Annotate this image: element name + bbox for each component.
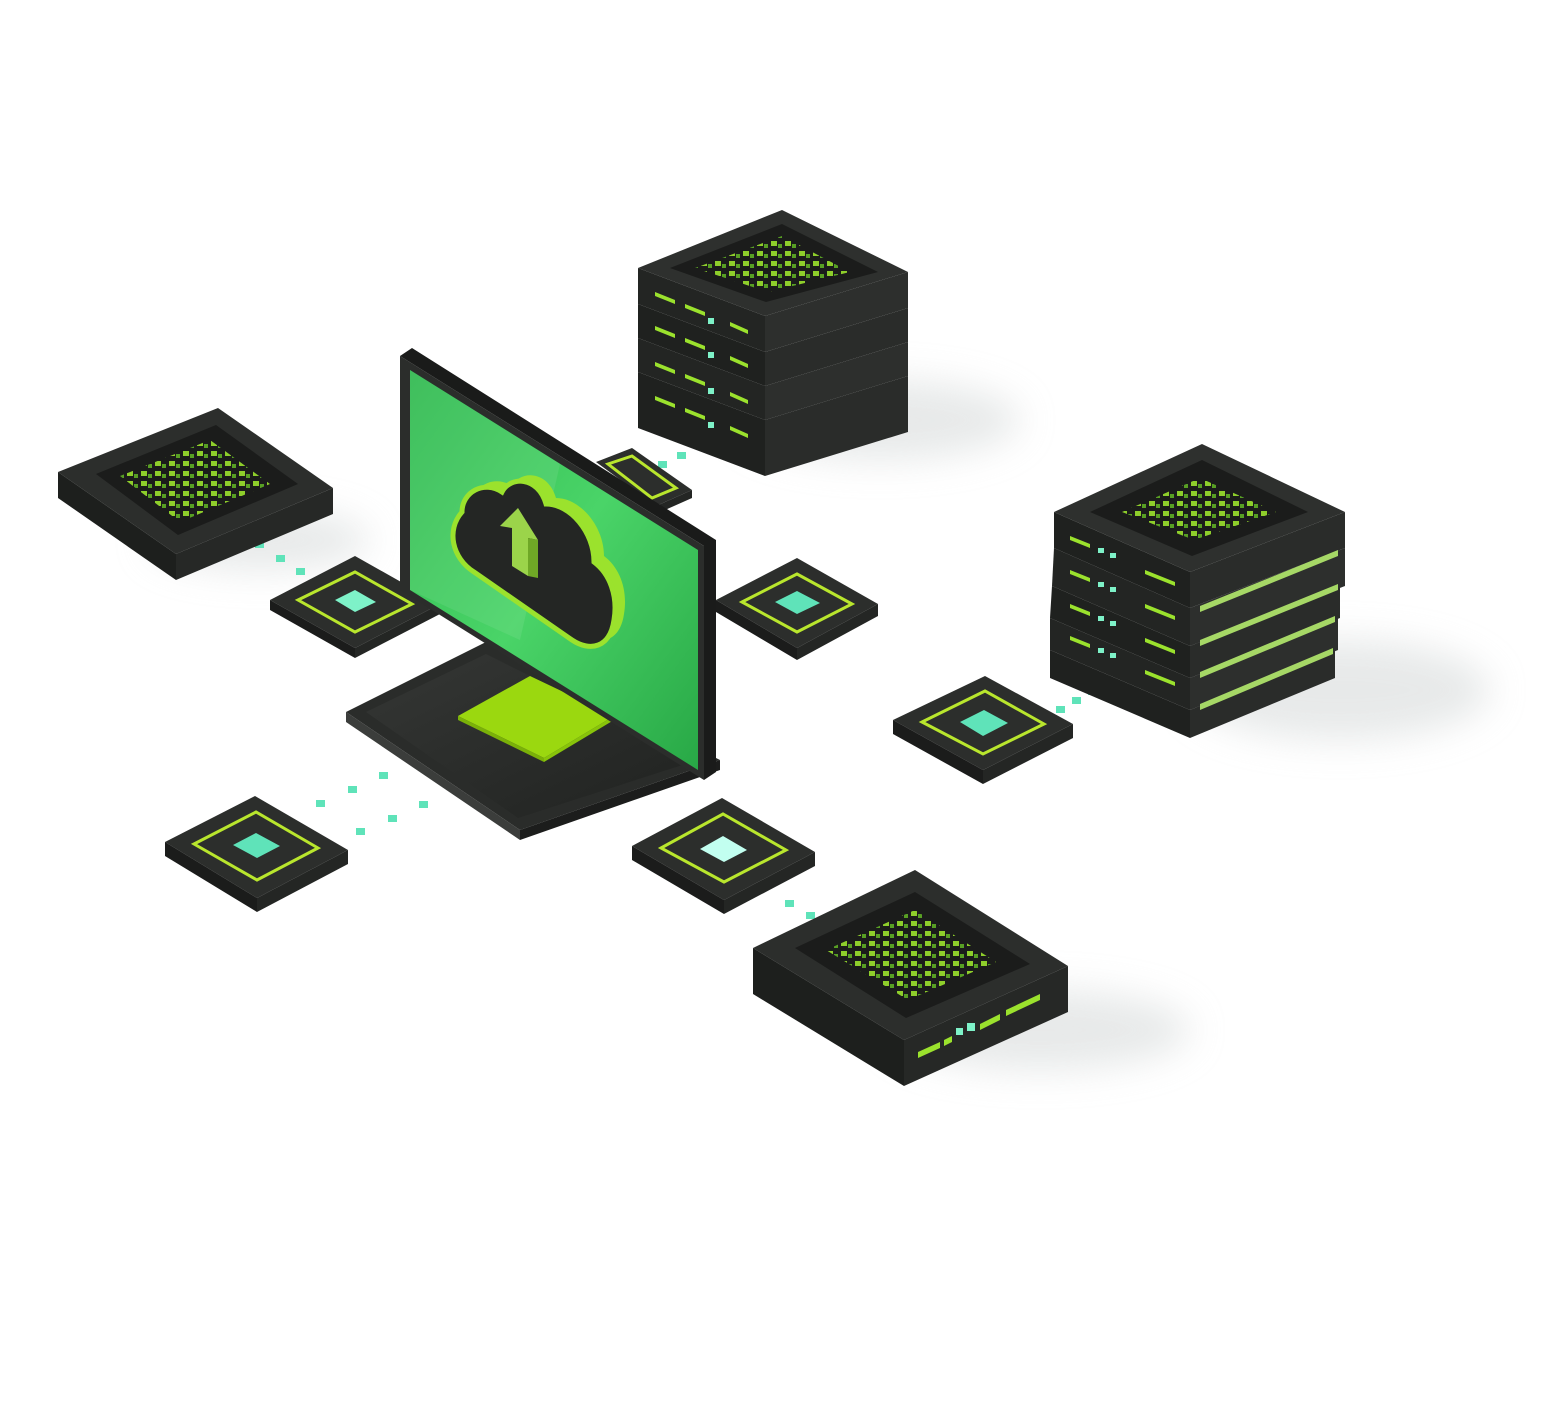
chip-icon — [165, 796, 348, 912]
chip-icon — [716, 558, 878, 660]
chip-icon — [270, 556, 440, 658]
server-rack-icon — [753, 870, 1068, 1086]
chip-icon — [893, 676, 1073, 784]
server-rack-icon — [638, 210, 908, 476]
device-base — [346, 642, 720, 840]
server-rack-icon — [58, 408, 333, 580]
chip-icon — [632, 798, 815, 914]
server-rack-icon — [1050, 444, 1345, 738]
arrow-up-icon — [500, 508, 538, 578]
cloud-upload-icon — [450, 475, 626, 649]
